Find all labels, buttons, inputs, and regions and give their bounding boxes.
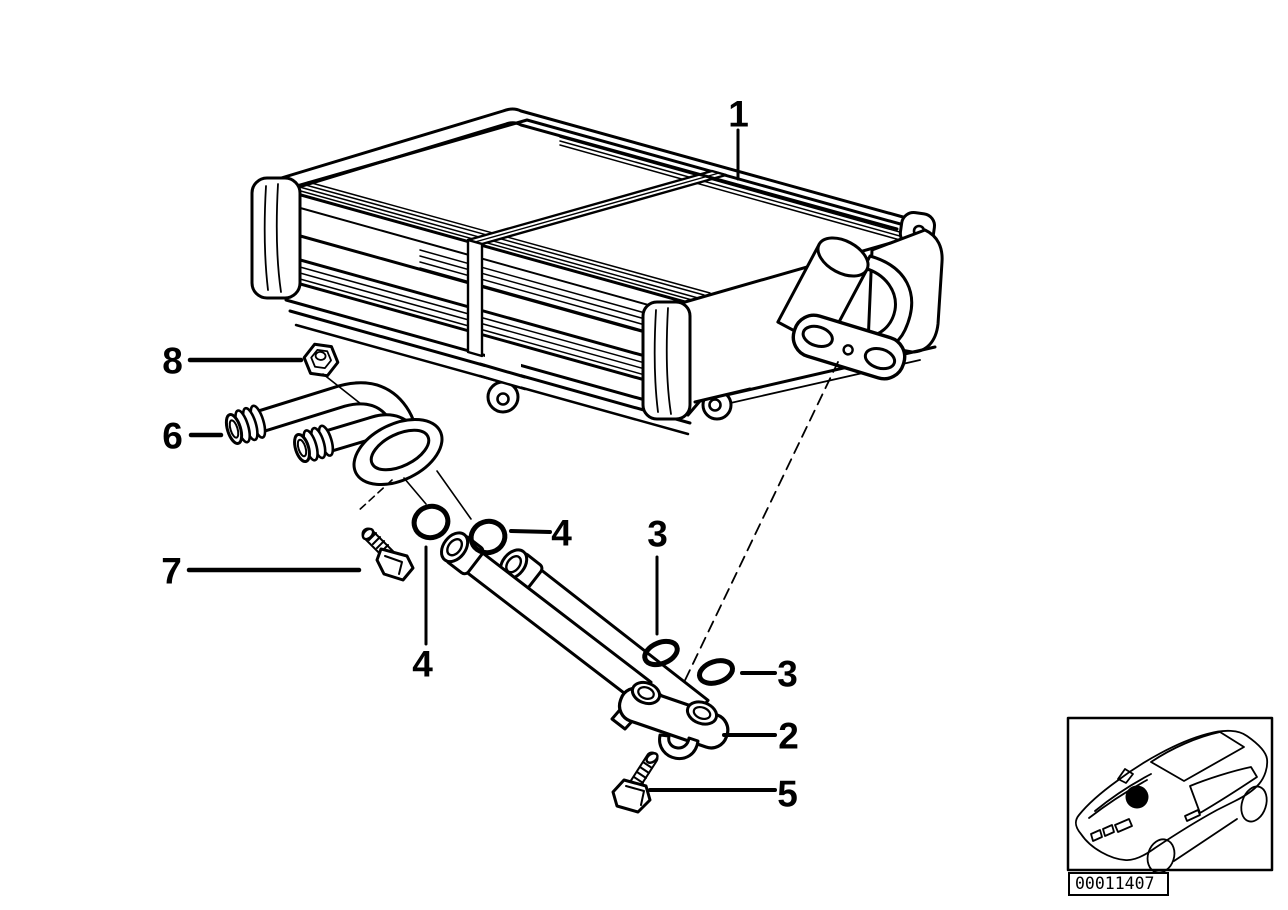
elbow-pipe-assembly xyxy=(224,381,444,487)
radiator-left-bracket xyxy=(250,176,302,300)
callout-1: 1 xyxy=(728,93,749,135)
callout-3-right: 3 xyxy=(777,653,798,695)
callout-6: 6 xyxy=(162,415,183,457)
diagram-code: 00011407 xyxy=(1075,874,1155,893)
callout-8: 8 xyxy=(162,340,183,382)
leader-lines xyxy=(186,128,777,792)
car-silhouette xyxy=(1074,729,1269,874)
wing-screw xyxy=(361,527,415,582)
radiator-frame-rail xyxy=(266,107,905,231)
radiator-outlet-fitting xyxy=(776,236,914,381)
o-rings-3 xyxy=(642,638,735,686)
callout-2: 2 xyxy=(778,715,799,757)
double-pipe xyxy=(440,531,730,760)
hose-nipple-upper xyxy=(224,404,267,445)
pipe-front xyxy=(440,531,653,704)
callout-5: 5 xyxy=(777,773,798,815)
pipe-rear xyxy=(498,548,710,722)
hose-nipple-lower xyxy=(293,424,335,464)
location-marker-dot xyxy=(1125,785,1149,809)
fitting-flange xyxy=(791,313,907,381)
assembly-dashed-line xyxy=(675,361,839,700)
heater-radiator xyxy=(250,107,944,700)
assembly-hint-lines xyxy=(322,373,472,520)
radiator-bottom-tab-right xyxy=(693,368,752,421)
diagram-code-box: 00011407 xyxy=(1068,872,1169,896)
radiator-right-bracket xyxy=(641,300,692,421)
radiator-bottom-tab-left xyxy=(478,352,527,414)
car-inset xyxy=(1066,716,1274,874)
radiator-seam-front xyxy=(466,238,484,358)
callout-4-bottom: 4 xyxy=(412,643,433,685)
o-rings-4 xyxy=(411,503,508,556)
hex-nut xyxy=(302,342,340,378)
callout-7: 7 xyxy=(161,550,182,592)
callout-3-top: 3 xyxy=(647,513,668,555)
pipe-flange xyxy=(610,680,730,760)
hex-bolt xyxy=(611,751,659,814)
callout-4-right: 4 xyxy=(551,512,572,554)
car-inset-border xyxy=(1066,716,1274,872)
